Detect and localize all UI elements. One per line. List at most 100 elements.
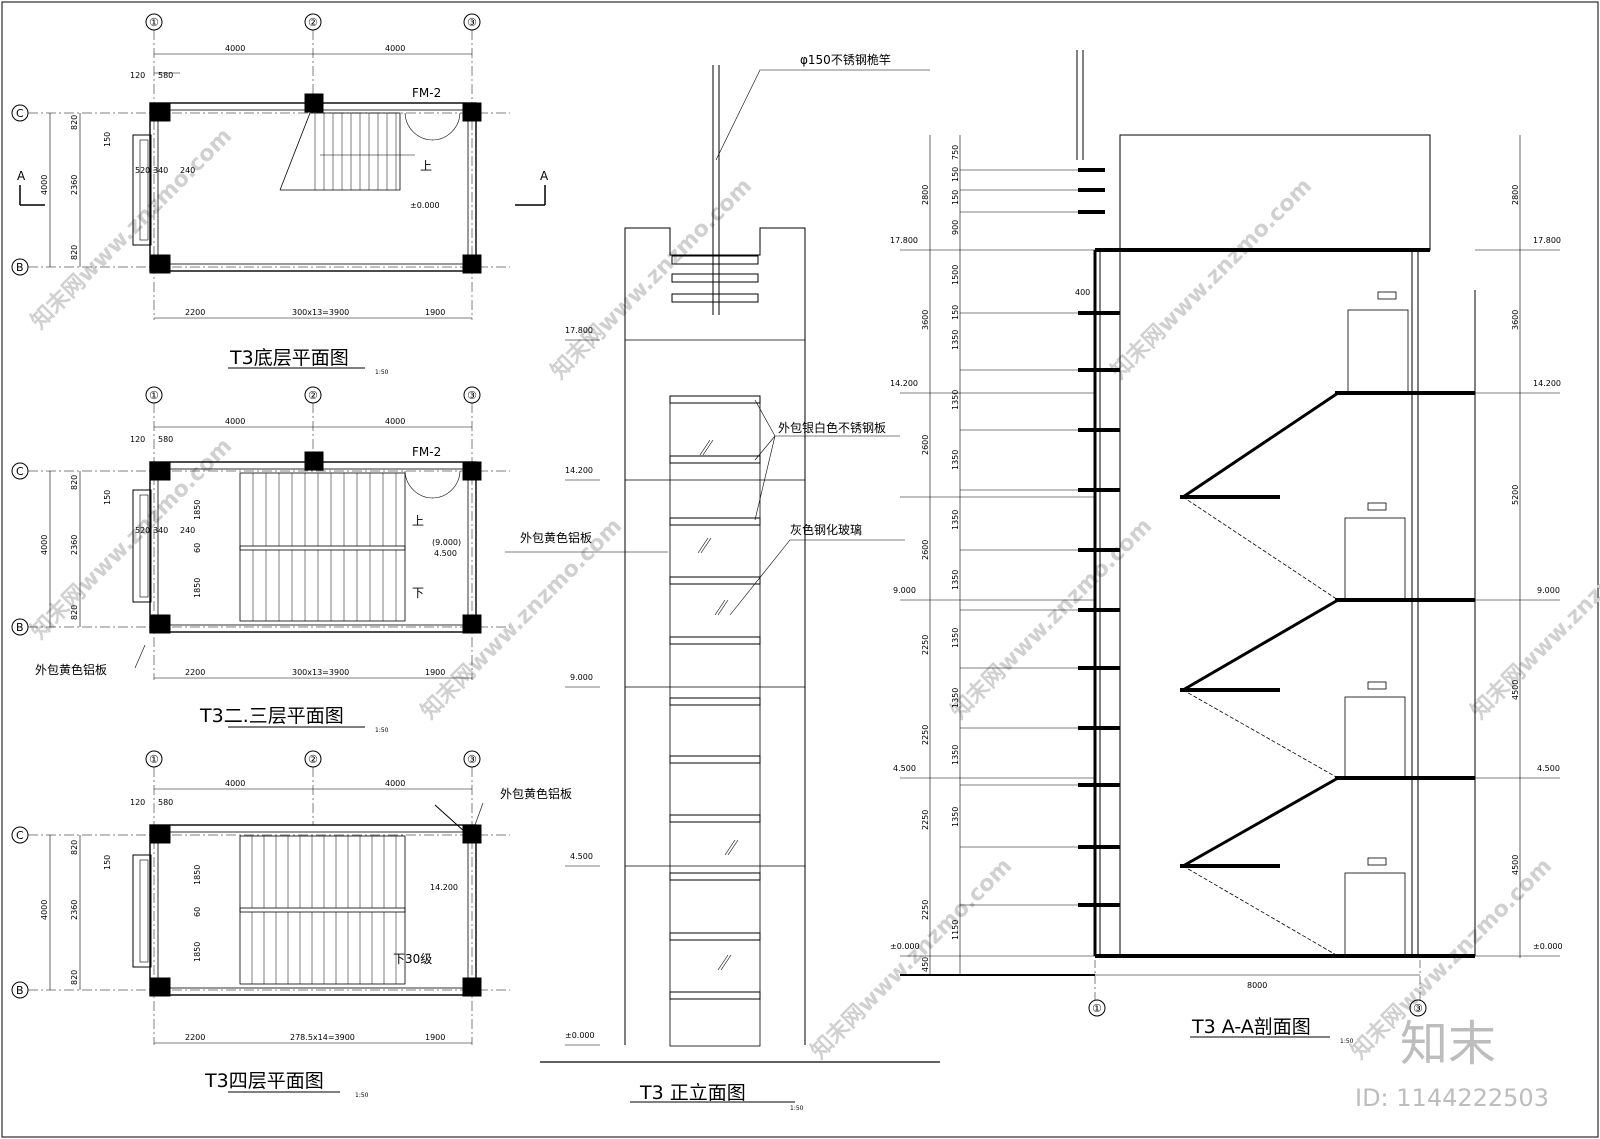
level-label: 17.800	[1533, 236, 1561, 245]
dim-right: 1900	[425, 308, 445, 317]
plan-top-text: ① ② ③ C B 4000 4000 120 580 2200 278.5x1…	[16, 753, 572, 1099]
level-label: 14.200	[1533, 379, 1561, 388]
dim: 750	[951, 145, 960, 160]
dim: 1150	[951, 920, 960, 940]
plan-scale: 1:50	[355, 1092, 369, 1099]
section-scale: 1:50	[1340, 1038, 1354, 1045]
elevation-title: T3 正立面图	[639, 1082, 746, 1104]
plan-scale: 1:50	[375, 369, 389, 376]
note-aluminum: 外包黄色铝板	[520, 530, 592, 545]
dim-1850: 1850	[193, 865, 202, 885]
watermark: 知末网www.znzmo.com	[26, 433, 237, 644]
dim: 5200	[1511, 485, 1520, 505]
dim-820: 820	[70, 245, 79, 260]
level-label: 4.500	[893, 764, 916, 773]
axis-label: ③	[1413, 1002, 1423, 1015]
dim-bay: 4000	[225, 44, 245, 53]
dim-bay: 4000	[225, 417, 245, 426]
section-mark: A	[17, 169, 26, 183]
dim-depth: 4000	[40, 900, 49, 920]
level-label: 4.500	[570, 852, 593, 861]
axis-label: ①	[149, 389, 159, 402]
dim-60: 60	[193, 907, 202, 917]
callout-note: 外包黄色铝板	[500, 786, 572, 801]
plan-top	[11, 750, 510, 1093]
row-label: C	[16, 465, 24, 478]
dim-240: 240	[180, 166, 195, 175]
watermark: 知末网www.znzmo.com	[946, 513, 1157, 724]
dim: 1350	[951, 390, 960, 410]
dim: 2600	[921, 540, 930, 560]
dim-left: 2200	[185, 308, 205, 317]
dim: 450	[921, 957, 930, 972]
dim: 900	[951, 220, 960, 235]
dim: 2800	[921, 185, 930, 205]
dim-2360: 2360	[70, 535, 79, 555]
dim-820: 820	[70, 970, 79, 985]
dim: 1350	[951, 330, 960, 350]
level-label: ±0.000	[890, 942, 920, 951]
plan-title: T3二.三层平面图	[199, 705, 344, 727]
dim: 3600	[1511, 310, 1520, 330]
level-label: 17.800	[890, 236, 918, 245]
elevation-mark: ±0.000	[410, 201, 440, 210]
dim-1850: 1850	[193, 500, 202, 520]
axis-label: ③	[467, 389, 477, 402]
row-label: B	[16, 984, 24, 997]
dim: 8000	[1247, 981, 1267, 990]
dim: 3600	[921, 310, 930, 330]
dim-240: 240	[180, 526, 195, 535]
dim-left: 2200	[185, 1033, 205, 1042]
elevation-scale: 1:50	[790, 1105, 804, 1112]
dim: 400	[1075, 288, 1090, 297]
watermark: 知末网www.znzmo.com	[1466, 513, 1600, 724]
dim: 1350	[951, 628, 960, 648]
dim: 2600	[921, 435, 930, 455]
dim-depth: 4000	[40, 535, 49, 555]
dim-580: 580	[158, 71, 173, 80]
plan-ground-text: ① ② ③ C B 4000 4000 120 580 2200 300x13=…	[16, 16, 549, 376]
dim-stair: 278.5x14=3900	[290, 1033, 355, 1042]
dim-520: 520	[135, 526, 150, 535]
axis-label: ②	[308, 389, 318, 402]
dim-bay: 4000	[225, 779, 245, 788]
callout-note: 外包黄色铝板	[35, 662, 107, 677]
stair-up-label: 上	[420, 159, 432, 173]
front-elevation-text: φ150不锈钢桅竿 外包银白色不锈钢板 灰色钢化玻璃 外包黄色铝板 17.800…	[520, 52, 891, 1112]
dim-60: 60	[193, 543, 202, 553]
dim: 150	[951, 190, 960, 205]
level-label: 14.200	[565, 466, 593, 475]
dim-right: 1900	[425, 1033, 445, 1042]
dim: 1350	[951, 688, 960, 708]
dim-580: 580	[158, 435, 173, 444]
level-label: 17.800	[565, 326, 593, 335]
dim: 1350	[951, 510, 960, 530]
dim: 1500	[951, 265, 960, 285]
stair-up-label: 上	[412, 514, 424, 528]
dim-150: 150	[103, 132, 112, 147]
dim-1850: 1850	[193, 578, 202, 598]
watermark: 知末网www.znzmo.com	[1106, 173, 1317, 384]
dim-120: 120	[130, 798, 145, 807]
section-aa-text: 17.800 14.200 9.000 4.500 ±0.000 17.800 …	[890, 145, 1563, 1045]
watermark: 知末网www.znzmo.com	[806, 853, 1017, 1064]
plan-title: T3底层平面图	[229, 347, 349, 369]
dim-2360: 2360	[70, 900, 79, 920]
row-label: C	[16, 107, 24, 120]
door-label: FM-2	[412, 86, 441, 100]
dim-820: 820	[70, 475, 79, 490]
dim-120: 120	[130, 71, 145, 80]
row-label: B	[16, 621, 24, 634]
dim-bay: 4000	[385, 417, 405, 426]
brand-logo: 知末	[1400, 1016, 1496, 1072]
axis-label: ②	[308, 753, 318, 766]
row-label: B	[16, 261, 24, 274]
dim: 2800	[1511, 185, 1520, 205]
axis-label: ①	[149, 16, 159, 29]
plan-title: T3四层平面图	[204, 1070, 324, 1092]
dim-stair: 300x13=3900	[292, 668, 349, 677]
plan-ground	[11, 13, 546, 369]
dim: 150	[951, 167, 960, 182]
level-label: 9.000	[1537, 586, 1560, 595]
